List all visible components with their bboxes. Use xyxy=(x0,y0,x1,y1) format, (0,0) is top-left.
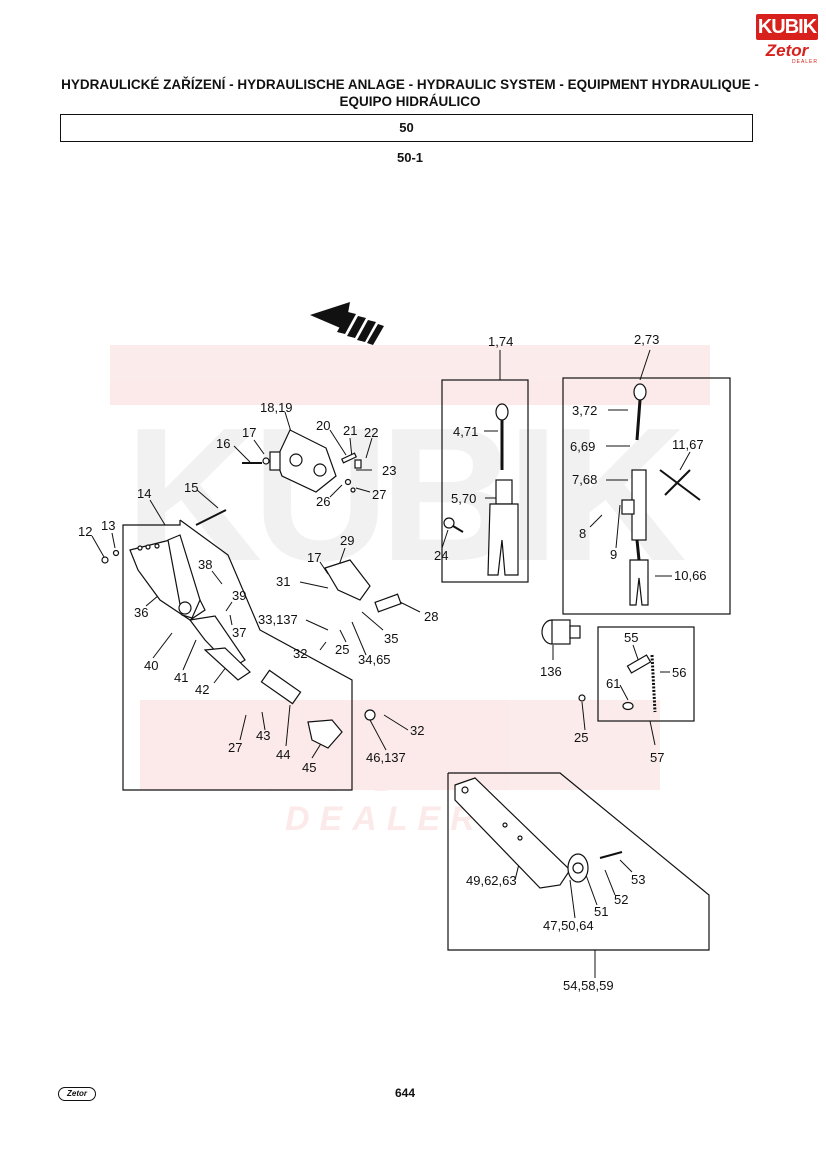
callout: 8 xyxy=(579,526,586,541)
callout: 28 xyxy=(424,609,438,624)
callout: 56 xyxy=(672,665,686,680)
callout: 29 xyxy=(340,533,354,548)
callout: 38 xyxy=(198,557,212,572)
callout: 53 xyxy=(631,872,645,887)
callout: 18,19 xyxy=(260,400,293,415)
title-line-2: EQUIPO HIDRÁULICO xyxy=(339,94,481,109)
callout: 22 xyxy=(364,425,378,440)
callout: 16 xyxy=(216,436,230,451)
callout: 27 xyxy=(228,740,242,755)
callout: 61 xyxy=(606,676,620,691)
callout: 15 xyxy=(184,480,198,495)
callout: 33,137 xyxy=(258,612,298,627)
callout: 20 xyxy=(316,418,330,433)
callout: 3,72 xyxy=(572,403,597,418)
callout: 14 xyxy=(137,486,151,501)
callout: 9 xyxy=(610,547,617,562)
part-136 xyxy=(541,619,581,645)
callout: 6,69 xyxy=(570,439,595,454)
lift-rod-2-73 xyxy=(621,383,649,606)
callout: 21 xyxy=(343,423,357,438)
box-lower-arm xyxy=(447,772,710,951)
leader-lines xyxy=(91,349,691,978)
callout: 35 xyxy=(384,631,398,646)
callout: 31 xyxy=(276,574,290,589)
callout: 39 xyxy=(232,588,246,603)
callout: 23 xyxy=(382,463,396,478)
callout: 13 xyxy=(101,518,115,533)
page-number: 644 xyxy=(394,1086,416,1100)
top-link-1-74 xyxy=(487,403,519,576)
assembly-outlines xyxy=(122,377,731,951)
callout: 4,71 xyxy=(453,424,478,439)
page-title: HYDRAULICKÉ ZAŘÍZENÍ - HYDRAULISCHE ANLA… xyxy=(40,76,780,110)
callout: 24 xyxy=(434,548,448,563)
callout: 42 xyxy=(195,682,209,697)
direction-arrow-icon xyxy=(310,302,384,345)
callout: 1,74 xyxy=(488,334,513,349)
callout: 40 xyxy=(144,658,158,673)
kubik-logo: KUBIK xyxy=(756,14,818,40)
callout: 44 xyxy=(276,747,290,762)
dealer-logo-text: DEALER xyxy=(792,59,819,65)
lower-arm-49-62-63 xyxy=(454,777,589,889)
part-drawings xyxy=(101,383,701,889)
callout: 32 xyxy=(293,646,307,661)
watermark-kubik: KUBIK xyxy=(125,389,685,601)
callout: 36 xyxy=(134,605,148,620)
callout: 7,68 xyxy=(572,472,597,487)
callout: 26 xyxy=(316,494,330,509)
box-left-assembly xyxy=(122,519,353,791)
subsection-number: 50-1 xyxy=(396,150,424,165)
callout: 55 xyxy=(624,630,638,645)
box-spring-kit xyxy=(597,626,695,722)
callout: 46,137 xyxy=(366,750,406,765)
callout: 54,58,59 xyxy=(563,978,614,993)
watermark: KUBIK Zetor DEALER xyxy=(110,345,710,838)
box-lift-rod xyxy=(562,377,731,615)
callout: 32 xyxy=(410,723,424,738)
callout: 5,70 xyxy=(451,491,476,506)
callout: 27 xyxy=(372,487,386,502)
callout: 34,65 xyxy=(358,652,391,667)
watermark-dealer: DEALER xyxy=(285,800,485,838)
title-line-1: HYDRAULICKÉ ZAŘÍZENÍ - HYDRAULISCHE ANLA… xyxy=(61,77,759,92)
watermark-zetor: Zetor xyxy=(167,682,476,816)
callout: 49,62,63 xyxy=(466,873,517,888)
callout: 51 xyxy=(594,904,608,919)
callout: 136 xyxy=(540,664,562,679)
callout: 43 xyxy=(256,728,270,743)
callout: 25 xyxy=(574,730,588,745)
callout: 11,67 xyxy=(672,437,704,452)
callout: 12 xyxy=(78,524,92,539)
callout: 57 xyxy=(650,750,664,765)
callout: 37 xyxy=(232,625,246,640)
callout: 41 xyxy=(174,670,188,685)
callout: 52 xyxy=(614,892,628,907)
callout: 47,50,64 xyxy=(543,918,594,933)
section-number-box: 50 xyxy=(60,114,753,142)
footer-zetor-logo: Zetor xyxy=(58,1087,96,1101)
callout: 2,73 xyxy=(634,332,659,347)
callout: 25 xyxy=(335,642,349,657)
callout: 17 xyxy=(307,550,321,565)
callout: 45 xyxy=(302,760,316,775)
box-top-link xyxy=(441,379,529,583)
callout-labels: 1,74 2,73 18,19 20 21 22 17 16 23 26 27 … xyxy=(78,332,707,993)
zetor-logo: Zetor xyxy=(765,41,809,60)
bracket-18-19 xyxy=(269,429,337,493)
callout: 17 xyxy=(242,425,256,440)
callout: 10,66 xyxy=(674,568,707,583)
